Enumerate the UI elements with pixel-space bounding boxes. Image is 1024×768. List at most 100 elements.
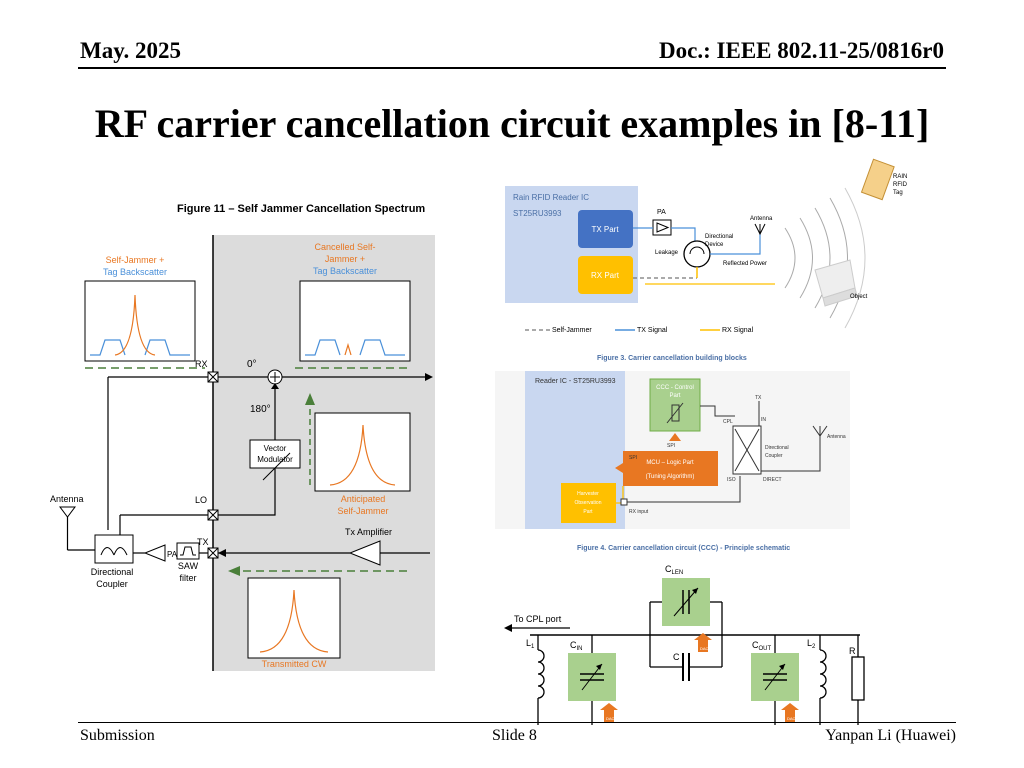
fig3-tag-label-1: RAIN <box>893 174 907 180</box>
inductor-l1 <box>537 649 545 699</box>
anticipated-spectrum-box <box>314 412 411 492</box>
fig5-clen-dac: DAC <box>700 646 709 651</box>
fig11-selfjammer-label-1: Self-Jammer + <box>106 255 165 265</box>
fig4-tx-label: TX <box>755 395 762 401</box>
fig4-ccc-label-2: Part <box>669 393 680 399</box>
fig4-harvester-label-3: Part <box>583 509 593 515</box>
fig3-legend-tx: TX Signal <box>637 327 668 334</box>
fig4-spi2-label: SPI <box>629 455 637 461</box>
fig4-iso-label: ISO <box>727 477 736 483</box>
fig3-chip-label: ST25RU3993 <box>513 209 562 218</box>
fig11-tx-label: TX <box>197 537 209 547</box>
fig11-coupler-label-2: Coupler <box>96 579 128 589</box>
fig3-pa-label: PA <box>657 209 666 216</box>
figure-ccc-circuit: To CPL port L1 CIN DAC CLEN DAC C COUT D… <box>504 564 865 725</box>
fig5-r-label: R <box>849 646 856 656</box>
footer-submission: Submission <box>80 727 155 744</box>
fig4-coupler-label-1: Directional <box>765 445 789 451</box>
fig4-mcu-label-1: MCU – Logic Part <box>646 460 694 466</box>
fig3-antenna-icon <box>754 223 766 236</box>
fig11-anticipated-label-2: Self-Jammer <box>337 506 388 516</box>
fig3-tag-label-3: Tag <box>893 190 903 196</box>
slide-title: RF carrier cancellation circuit examples… <box>94 101 930 146</box>
fig11-selfjammer-label-2: Tag Backscatter <box>103 267 167 277</box>
fig11-cancelled-label-1: Cancelled Self- <box>314 242 375 252</box>
figure-3-carrier-cancellation-blocks: Rain RFID Reader IC ST25RU3993 TX Part R… <box>505 158 908 362</box>
fig11-coupler-label-1: Directional <box>91 567 134 577</box>
antenna-icon <box>59 506 76 518</box>
fig3-directional-label-2: Device <box>705 242 724 248</box>
fig4-harvester-label-1: Harvester <box>577 491 599 497</box>
fig4-rfinput-label: RX input <box>629 509 649 515</box>
rx-part-block <box>578 256 633 294</box>
fig5-port-label: To CPL port <box>514 614 562 624</box>
fig4-cpl-label: CPL <box>723 419 733 425</box>
saw-filter <box>176 542 200 560</box>
fig3-tag-label-2: RFID <box>893 182 908 188</box>
fig11-rx-label: RX <box>195 359 208 369</box>
fig11-anticipated-label-1: Anticipated <box>341 494 386 504</box>
figure-4-ccc-schematic: Reader IC - ST25RU3993 CCC - Control Par… <box>495 371 850 552</box>
fig11-antenna-label: Antenna <box>50 494 84 504</box>
fig3-txpart-label: TX Part <box>591 225 619 234</box>
fig11-vector-label-2: Modulator <box>257 455 293 464</box>
fig4-direct-label: DIRECT <box>763 477 782 483</box>
fig5-cout-dac: DAC <box>787 716 796 721</box>
cout-dac-arrow <box>785 710 795 722</box>
header-doc-number: Doc.: IEEE 802.11-25/0816r0 <box>659 38 944 63</box>
fig5-cin-label: CIN <box>570 640 583 652</box>
header-rule <box>78 67 946 69</box>
pa-amplifier <box>143 544 166 562</box>
fig3-antenna-label: Antenna <box>750 216 773 222</box>
fig4-antenna-icon <box>812 425 828 437</box>
footer-author: Yanpan Li (Huawei) <box>825 727 956 744</box>
fig4-coupler-label-2: Coupler <box>765 453 783 459</box>
directional-coupler <box>94 534 134 564</box>
cancelled-spectrum-box <box>299 280 411 362</box>
fig3-directional-label-1: Directional <box>705 234 733 240</box>
clen-dac-arrow <box>698 640 708 652</box>
fig11-cancelled-label-2: Jammer + <box>325 254 365 264</box>
fig4-spi1-label: SPI <box>667 443 675 449</box>
fig11-lo-label: LO <box>195 495 207 505</box>
fig4-mcu-label-2: (Tuning Algorithm) <box>646 474 695 480</box>
mcu-logic-part <box>623 451 718 486</box>
fig5-c-label: C <box>673 652 680 662</box>
figure-11-self-jammer-cancellation: Figure 11 – Self Jammer Cancellation Spe… <box>50 203 435 671</box>
fig5-l1-label: L1 <box>526 638 535 650</box>
fig11-txamp-label: Tx Amplifier <box>345 527 392 537</box>
fig4-harvester-label-2: Observation <box>575 500 602 506</box>
rx-spectrum-box <box>84 280 196 362</box>
fig4-caption: Figure 4. Carrier cancellation circuit (… <box>577 545 790 552</box>
vector-modulator <box>249 439 301 469</box>
fig11-caption: Figure 11 – Self Jammer Cancellation Spe… <box>177 203 425 215</box>
footer-slide-number: Slide 8 <box>492 727 537 744</box>
fig11-180-degree: 180° <box>250 404 271 415</box>
resistor-r <box>851 656 865 701</box>
tx-part-block <box>578 210 633 248</box>
fig5-cout-label: COUT <box>752 640 772 652</box>
fig3-caption: Figure 3. Carrier cancellation building … <box>597 355 747 362</box>
fig11-cw-label: Transmitted CW <box>262 659 327 669</box>
fig3-legend-rx: RX Signal <box>722 327 754 334</box>
fig3-reader-label: Rain RFID Reader IC <box>513 193 589 202</box>
fig4-in-label: IN <box>761 417 766 423</box>
fig4-ccc-label-1: CCC - Control <box>656 385 694 391</box>
fig11-saw-label-2: filter <box>179 573 196 583</box>
fig3-reflected-label: Reflected Power <box>723 261 767 267</box>
fig3-leakage-label: Leakage <box>655 250 679 256</box>
fig5-l2-label: L2 <box>807 638 816 650</box>
fig3-object-label: Object <box>850 294 868 300</box>
cin-dac-arrow <box>604 710 614 722</box>
fig11-vector-label-1: Vector <box>264 444 287 453</box>
fig4-antenna-label: Antenna <box>827 434 846 440</box>
fig11-saw-label-1: SAW <box>178 561 199 571</box>
inductor-l2 <box>819 649 827 699</box>
harvester-observation-part <box>561 483 616 523</box>
footer-rule <box>78 722 956 723</box>
fig5-clen-label: CLEN <box>665 564 683 576</box>
fig5-cin-dac: DAC <box>606 716 615 721</box>
fig11-zero-degree: 0° <box>247 359 257 370</box>
fig4-reader-label: Reader IC - ST25RU3993 <box>535 378 616 385</box>
fig11-pa-label: PA <box>167 550 178 559</box>
